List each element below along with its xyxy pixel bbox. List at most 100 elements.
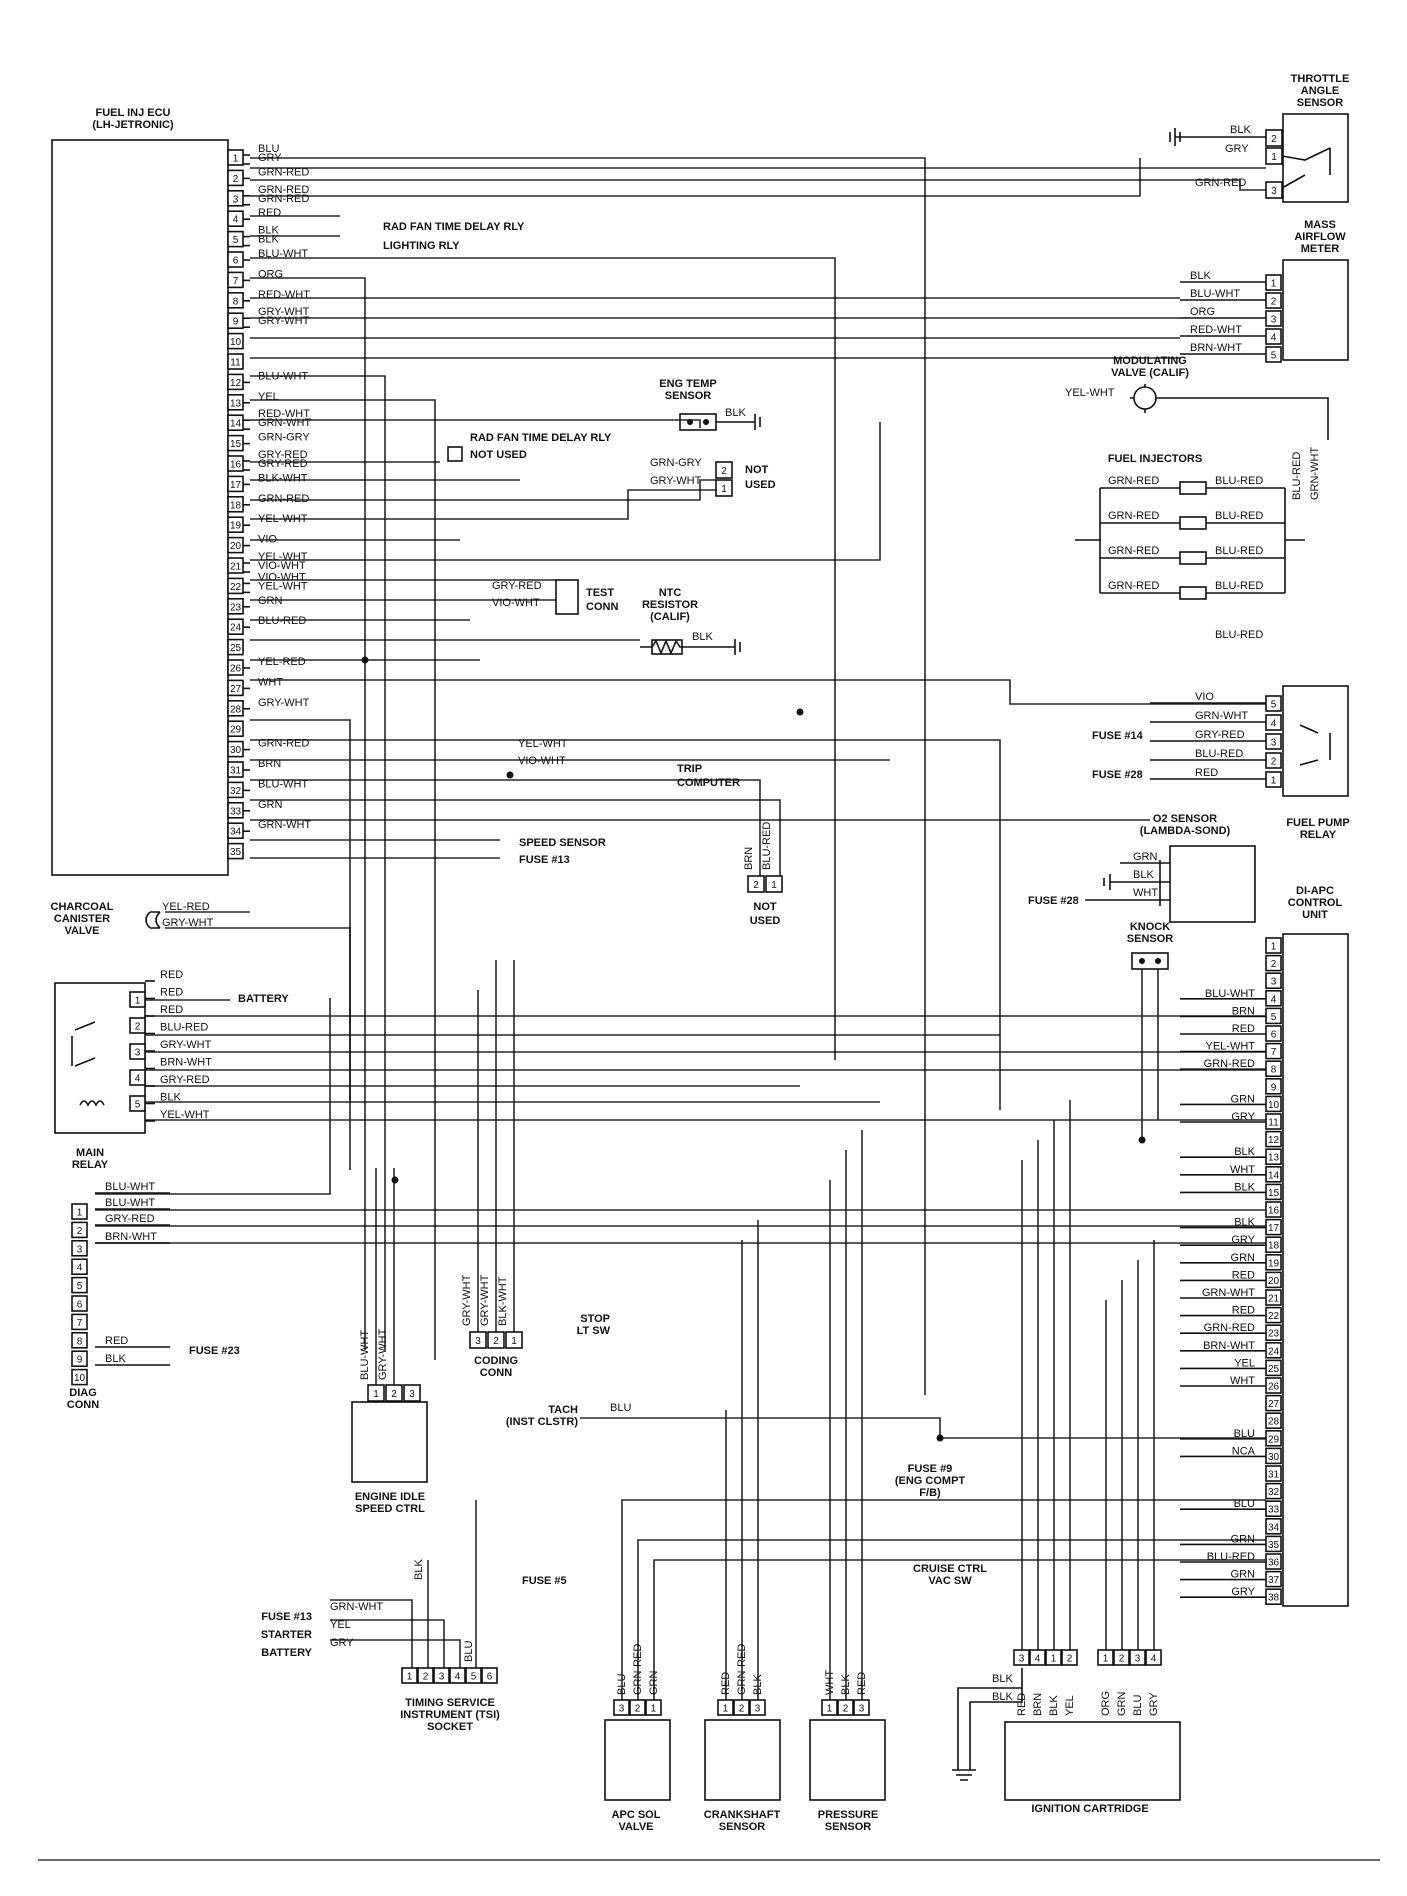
inj-bus [1075,488,1305,593]
route-43 [95,998,331,1195]
diag-pin-6-box [71,1295,88,1312]
ecu-wire-4-1: RED [258,207,281,219]
ecu-pin-10-box [227,332,244,350]
engine-idle-speed-ctrl: 1 2 3 BLU-WHT GRY-WHT ENGINE IDLE SPEED … [351,1328,428,1515]
inj-right-4: BLU-RED [1215,580,1263,592]
pressure-pin-3-label: 3 [859,1704,865,1715]
speed-sensor-label: SPEED SENSOR [519,837,606,849]
diapc-pin-20-label: 20 [1268,1276,1280,1287]
ignition-body [1004,1721,1181,1801]
diapc-pin-34-label: 34 [1268,1522,1280,1533]
ecu-wire-14-2: GRN-WHT [258,417,311,429]
routing-wires [95,157,1266,1700]
fpr-wire-4: GRN-WHT [1195,710,1248,722]
diapc-pin-14-label: 14 [1268,1170,1280,1181]
tsi-pin-5-box [465,1667,482,1684]
diag-wire-5: RED [105,1335,128,1347]
diapc-title-1: DI-APC [1296,885,1334,897]
fuse13-label: FUSE #13 [519,854,570,866]
diapc-pin-27-label: 27 [1268,1399,1280,1410]
mod-valve-wire: YEL-WHT [1065,387,1115,399]
diag-pin-5-label: 5 [77,1281,83,1292]
ecu-pin-17-label: 17 [230,480,242,491]
maf-pin-2-label: 2 [1271,297,1277,308]
ecu-pin-20-label: 20 [230,541,242,552]
ecu-pin-35-label: 35 [230,847,242,858]
ecu-wire-6-1: BLU-WHT [258,248,308,260]
fpr-wire-1: RED [1195,767,1218,779]
rad-fan-relay-label: RAD FAN TIME DELAY RLY [383,221,525,233]
fuse9-title-2: (ENG COMPT [895,1475,966,1487]
diag-pin-7-box [71,1313,88,1331]
ign-l-wire-4: YEL [1064,1695,1076,1716]
route-20 [250,422,881,561]
o2-wire-2: BLK [1133,869,1154,881]
route-12 [250,375,386,1350]
ecu-pin-24-label: 24 [230,623,242,634]
diag-pin-8-box [71,1332,88,1349]
mod-valve-title-1: MODULATING [1113,355,1187,367]
ecu-pin-3-label: 3 [233,194,239,205]
tsi-battery: BATTERY [261,1647,312,1659]
ecu-pin-26-label: 26 [230,664,242,675]
injector-3 [1179,551,1207,565]
fpr-pin-1-label: 1 [1271,776,1277,787]
trip-wire-2: VIO-WHT [518,755,566,767]
ecu-pin-7-label: 7 [233,276,239,287]
ecu-pin-4-label: 4 [233,215,239,226]
apc-title-1: APC SOL [612,1809,661,1821]
diapc-pin-18-label: 18 [1268,1241,1280,1252]
ntc-resistor: NTC RESISTOR (CALIF) BLK [640,587,741,656]
diapc-pin-28-box [1265,1412,1282,1429]
diapc-pin-1-label: 1 [1271,942,1277,953]
fpr-pin-4-label: 4 [1271,719,1277,730]
eng-temp-title-2: SENSOR [665,390,712,402]
diapc-wire-8: GRN-RED [1204,1058,1255,1070]
route-36 [145,999,1266,1017]
route-28 [250,739,1001,1110]
tach-title-2: (INST CLSTR) [506,1416,578,1428]
diapc-body [1282,933,1349,1607]
idle-ctrl-body [351,1401,428,1483]
diag-wire-2: BLU-WHT [105,1197,155,1209]
diag-pin-3-label: 3 [77,1244,83,1255]
diapc-wire-21: GRN-WHT [1202,1287,1255,1299]
diag-pin-4-box [71,1258,88,1275]
route-18 [250,489,716,520]
diag-pin-5-box [71,1276,88,1294]
diag-pin-10-label: 10 [74,1373,86,1384]
mr-pin-2-box [129,1017,146,1034]
tsi-pin-6-box [481,1667,498,1684]
apc-pin-2-label: 2 [635,1704,641,1715]
inj-right-3: BLU-RED [1215,545,1263,557]
tsi-pin-4-label: 4 [455,1672,461,1683]
test-connector: GRY-RED VIO-WHT TEST CONN [492,579,618,615]
diapc-wire-20: RED [1232,1269,1255,1281]
inj-right-2: BLU-RED [1215,510,1263,522]
ecu-wire-5-1: BLK [258,225,279,237]
ecu-pin-9-box [227,312,244,330]
knock-sensor: KNOCK SENSOR [1127,921,1173,970]
fpr-wire-2: BLU-RED [1195,748,1243,760]
diag-fuse: FUSE #23 [189,1345,240,1357]
maf-title-2: AIRFLOW [1294,231,1346,243]
route-1 [250,157,926,1395]
inj-right-1: BLU-RED [1215,475,1263,487]
diapc-pin-31-label: 31 [1268,1470,1280,1481]
route-30 [250,779,761,876]
diag-title-1: DIAG [69,1387,97,1399]
splice-6 [391,1176,399,1184]
route-3 [250,179,1266,191]
ecu-wire-2-1: GRN-RED [258,166,309,178]
tsi-wire-4: BLK [413,1559,425,1580]
diapc-title-2: CONTROL [1288,897,1343,909]
diapc-wire-37: GRN [1231,1569,1256,1581]
ecu-pin-8-label: 8 [233,296,239,307]
inj-left-4: GRN-RED [1108,580,1159,592]
diapc-wire-6: RED [1232,1023,1255,1035]
diapc-pin-12-box [1265,1130,1282,1148]
